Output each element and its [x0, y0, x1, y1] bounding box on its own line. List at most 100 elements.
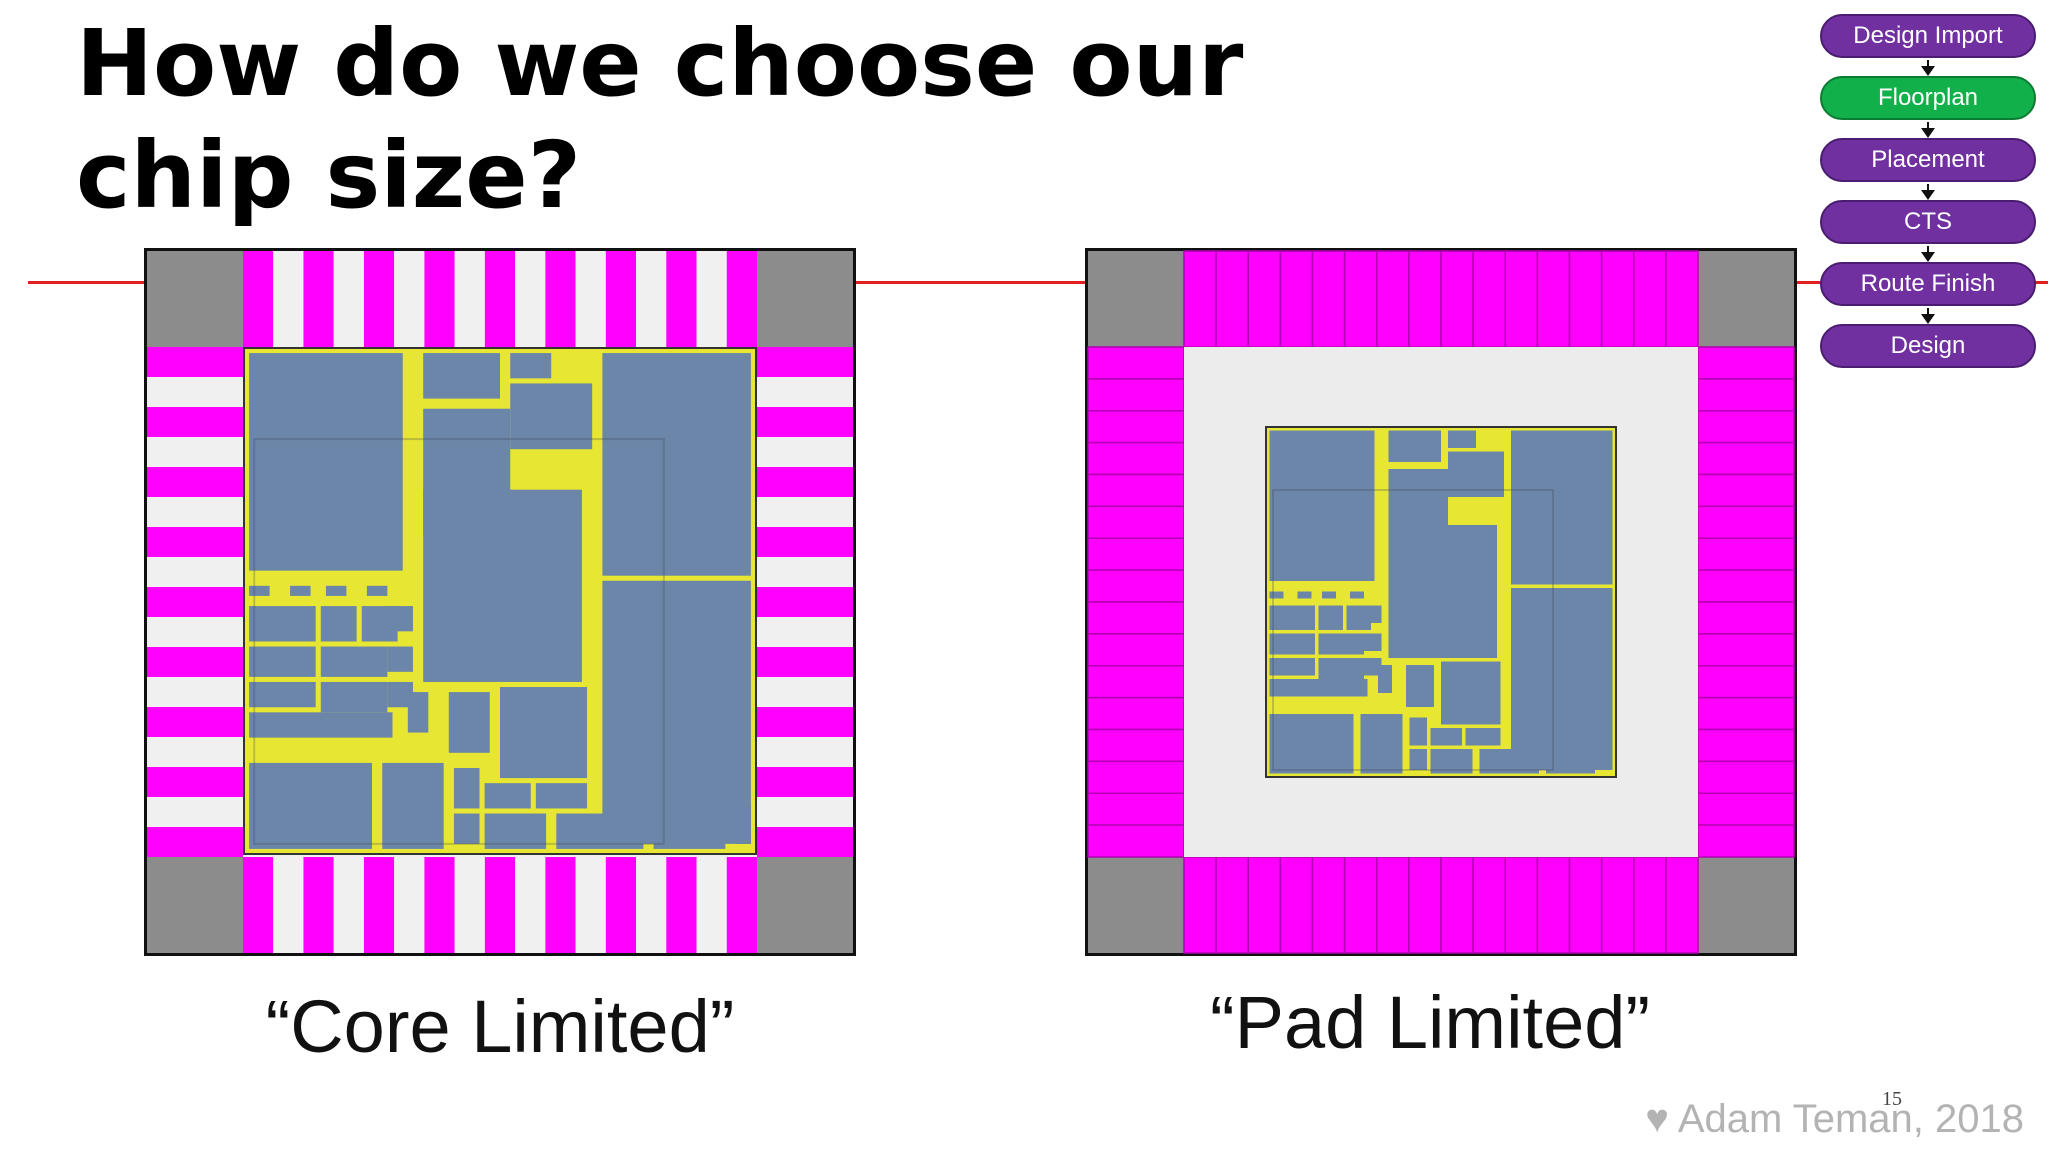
- io-pad: [726, 857, 757, 953]
- io-pad: [666, 857, 697, 953]
- io-pad: [147, 827, 243, 857]
- io-pad: [484, 857, 516, 953]
- flow-step-floorplan: Floorplan: [1820, 76, 2036, 120]
- io-pad: [1247, 250, 1282, 348]
- io-pad: [1536, 856, 1571, 954]
- io-pad: [147, 467, 243, 497]
- io-pad: [1665, 856, 1699, 954]
- io-pad: [1697, 410, 1795, 444]
- io-pad: [333, 251, 364, 347]
- io-pad: [1087, 760, 1185, 794]
- macro-block: [249, 762, 372, 849]
- io-pad: [605, 857, 637, 953]
- io-pad: [147, 437, 243, 467]
- io-pad: [1697, 696, 1795, 731]
- io-pad: [454, 857, 485, 953]
- macro-block: [325, 585, 347, 596]
- flow-step-cts: CTS: [1820, 200, 2036, 244]
- io-pad: [1697, 441, 1795, 476]
- io-pad: [1087, 728, 1185, 763]
- io-pad: [696, 857, 727, 953]
- macro-block: [1269, 591, 1284, 599]
- macro-block: [320, 606, 357, 642]
- io-pad: [666, 251, 697, 347]
- macro-block: [249, 585, 270, 596]
- macro-block: [249, 681, 316, 708]
- macro-block: [602, 353, 751, 576]
- io-pad: [1697, 473, 1795, 508]
- io-pad: [1504, 856, 1539, 954]
- io-pad: [1376, 856, 1410, 954]
- io-pad: [147, 677, 243, 707]
- io-pad: [1697, 665, 1795, 699]
- flow-arrow: [1921, 184, 1935, 200]
- core-shading: [1272, 489, 1554, 771]
- title-rule-middle: [855, 281, 1085, 284]
- io-pad: [147, 647, 243, 677]
- io-pad: [1568, 856, 1603, 954]
- macro-block: [510, 353, 552, 379]
- io-pad: [147, 767, 243, 797]
- io-pad: [575, 251, 606, 347]
- io-pad: [1697, 728, 1795, 763]
- io-pad: [1697, 346, 1795, 380]
- io-pad: [243, 251, 274, 347]
- pad-limited-chip-drawing: [1085, 248, 1797, 956]
- io-pad: [1087, 410, 1185, 444]
- io-pad: [757, 377, 853, 407]
- io-pad: [1247, 856, 1282, 954]
- macro-block: [1465, 728, 1501, 746]
- io-pad: [243, 857, 274, 953]
- io-pad: [147, 377, 243, 407]
- io-pad: [1087, 696, 1185, 731]
- flow-arrow: [1921, 60, 1935, 76]
- io-pad: [757, 587, 853, 617]
- core-limited-chip: [144, 248, 856, 956]
- macro-block: [1360, 714, 1403, 774]
- corner-pad: [1088, 857, 1184, 953]
- corner-pad: [1698, 251, 1794, 347]
- io-pad: [1633, 250, 1667, 348]
- io-pad: [1504, 250, 1539, 348]
- io-pad: [757, 707, 853, 737]
- io-pad: [1215, 250, 1249, 348]
- io-pad: [333, 857, 364, 953]
- macro-block: [1269, 658, 1315, 676]
- flow-step-design: Design: [1820, 324, 2036, 368]
- footer-credit: ♥ Adam Teman, 2018: [1645, 1097, 2024, 1141]
- corner-pad: [1698, 857, 1794, 953]
- macro-block: [1269, 633, 1315, 655]
- macro-block: [1511, 588, 1613, 770]
- io-pad: [484, 251, 516, 347]
- io-pad: [1697, 569, 1795, 603]
- macro-block: [249, 353, 403, 571]
- macro-block: [1430, 749, 1473, 774]
- io-pad: [394, 857, 425, 953]
- io-pad: [757, 827, 853, 857]
- io-pad: [1087, 569, 1185, 603]
- io-pad: [1183, 250, 1217, 348]
- io-pad: [147, 797, 243, 827]
- macro-block: [484, 813, 547, 849]
- macro-block: [407, 692, 429, 733]
- macro-block: [500, 687, 588, 779]
- io-pad: [1215, 856, 1249, 954]
- macro-block: [1364, 658, 1382, 676]
- macro-block: [387, 646, 413, 672]
- io-pad: [636, 251, 667, 347]
- macro-block: [1441, 661, 1501, 725]
- io-pad: [726, 251, 757, 347]
- io-pad: [273, 251, 304, 347]
- macro-block: [1318, 658, 1364, 679]
- macro-block: [1409, 749, 1427, 770]
- io-pad: [1087, 505, 1185, 539]
- io-pad: [1600, 856, 1635, 954]
- macro-block: [1448, 430, 1476, 448]
- macro-block: [1602, 742, 1613, 770]
- macro-block: [535, 783, 588, 809]
- io-pad: [1376, 250, 1410, 348]
- io-pad: [147, 347, 243, 377]
- io-pad: [1568, 250, 1603, 348]
- corner-pad: [147, 251, 243, 347]
- io-pad: [303, 251, 334, 347]
